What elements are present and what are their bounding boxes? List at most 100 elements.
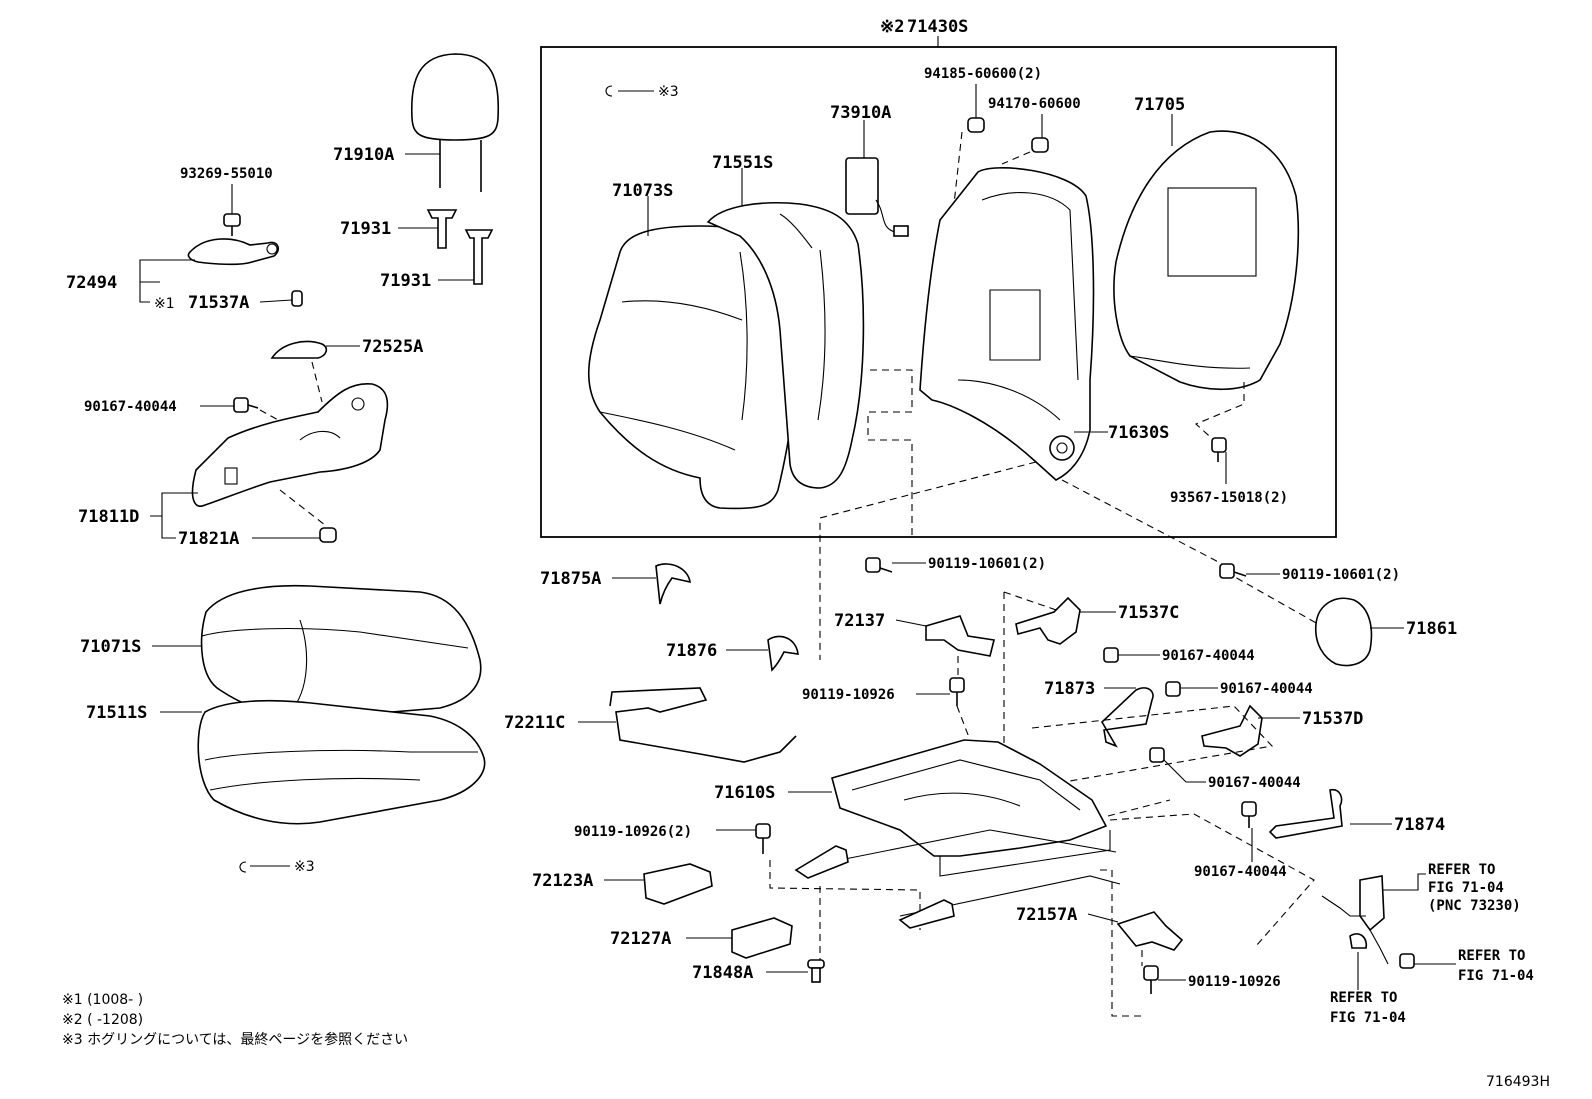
label-94170-60600: 94170-60600 bbox=[988, 96, 1081, 112]
main-assembly-marker: ※2 bbox=[880, 17, 904, 37]
label-90119-10601-a: 90119-10601(2) bbox=[928, 556, 1046, 572]
bolt-part bbox=[223, 213, 241, 236]
label-71537C: 71537C bbox=[1118, 603, 1179, 623]
label-90119-10926-a: 90119-10926 bbox=[802, 687, 895, 703]
label-71875A: 71875A bbox=[540, 569, 601, 589]
recliner-cover-part bbox=[1314, 597, 1373, 667]
label-90167-40044-a: 90167-40044 bbox=[84, 399, 177, 415]
bolt-part bbox=[1219, 563, 1247, 579]
label-94185-60600: 94185-60600(2) bbox=[924, 66, 1042, 82]
bolt-part bbox=[865, 557, 893, 573]
label-72137: 72137 bbox=[834, 611, 885, 631]
link-part-71874 bbox=[1268, 788, 1343, 839]
screw-part bbox=[1241, 801, 1257, 828]
headrest-guide-part-a bbox=[426, 209, 458, 249]
seat-cushion-pad-part bbox=[197, 699, 486, 825]
cover-part-72123A bbox=[643, 863, 713, 905]
label-71551S: 71551S bbox=[712, 153, 773, 173]
seatback-cover-part bbox=[587, 225, 797, 510]
cover-part-71876 bbox=[767, 635, 799, 672]
label-71873: 71873 bbox=[1044, 679, 1095, 699]
label-71511S: 71511S bbox=[86, 703, 147, 723]
label-72211C: 72211C bbox=[504, 713, 565, 733]
reference-1-line3: (PNC 73230) bbox=[1428, 898, 1521, 914]
label-90167-40044-b: 90167-40044 bbox=[1162, 648, 1255, 664]
hog-ring-icon bbox=[605, 85, 613, 97]
cover-part-71537D bbox=[1201, 704, 1263, 757]
cover-part-71537C bbox=[1015, 596, 1081, 645]
label-71931-b: 71931 bbox=[380, 271, 431, 291]
link-part-71873 bbox=[1100, 687, 1154, 748]
label-72157A: 72157A bbox=[1016, 905, 1077, 925]
label-90119-10926-c: 90119-10926 bbox=[1188, 974, 1281, 990]
bolt-part bbox=[755, 823, 771, 854]
lever-part-72494 bbox=[187, 238, 303, 307]
seatback-board-part bbox=[1113, 130, 1300, 391]
label-71910A: 71910A bbox=[333, 145, 394, 165]
seat-frame-part bbox=[799, 739, 1121, 917]
reference-3-line2: FIG 71-04 bbox=[1330, 1010, 1406, 1026]
label-71537D: 71537D bbox=[1302, 709, 1363, 729]
nut-part bbox=[1031, 137, 1049, 153]
bolt-part bbox=[1143, 965, 1159, 994]
label-90167-40044-c: 90167-40044 bbox=[1220, 681, 1313, 697]
label-71610S: 71610S bbox=[714, 783, 775, 803]
label-73910A: 73910A bbox=[830, 103, 891, 123]
seat-cushion-cover-part bbox=[200, 584, 482, 720]
headrest-part bbox=[410, 53, 500, 192]
label-72123A: 72123A bbox=[532, 871, 593, 891]
reference-3-line1: REFER TO bbox=[1330, 990, 1397, 1006]
figure-code: 716493H bbox=[1486, 1074, 1550, 1090]
footnote-1: ※1 (1008- ) bbox=[62, 992, 143, 1008]
airbag-module-part bbox=[845, 157, 909, 237]
label-71537A: 71537A bbox=[188, 293, 249, 313]
label-90167-40044-e: 90167-40044 bbox=[1194, 864, 1287, 880]
main-assembly-label: 71430S bbox=[907, 17, 968, 37]
rod-part-72211C bbox=[609, 687, 797, 763]
seatback-pad-part bbox=[706, 202, 865, 489]
bracket-part-72157A bbox=[1116, 911, 1184, 951]
label-71537A-marker: ※1 bbox=[154, 296, 175, 312]
label-71073S: 71073S bbox=[612, 181, 673, 201]
label-71821A: 71821A bbox=[178, 529, 239, 549]
label-71874: 71874 bbox=[1394, 815, 1445, 835]
label-93269-55010: 93269-55010 bbox=[180, 166, 273, 182]
nut-part bbox=[1399, 953, 1415, 969]
label-90119-10601-b: 90119-10601(2) bbox=[1282, 567, 1400, 583]
bracket-part-72137 bbox=[925, 615, 995, 657]
cover-part-72127A bbox=[731, 917, 793, 959]
footnote-3: ※3 ホグリングについては、最終ページを参照ください bbox=[62, 1031, 408, 1048]
label-90119-10926-b: 90119-10926(2) bbox=[574, 824, 692, 840]
screw-part bbox=[1211, 437, 1227, 462]
screw-part bbox=[1149, 747, 1165, 763]
label-93567-15018: 93567-15018(2) bbox=[1170, 490, 1288, 506]
screw-part bbox=[1103, 647, 1119, 663]
label-72127A: 72127A bbox=[610, 929, 671, 949]
label-71630S: 71630S bbox=[1108, 423, 1169, 443]
nut-part bbox=[967, 117, 985, 133]
bolt-part bbox=[949, 677, 965, 706]
reference-2-line2: FIG 71-04 bbox=[1458, 968, 1534, 984]
cover-part-71875A bbox=[655, 563, 691, 605]
hog-ring-marker-a: ※3 bbox=[658, 84, 679, 100]
seat-belt-buckle-part bbox=[1321, 875, 1389, 965]
screw-part bbox=[1165, 681, 1181, 697]
label-72494: 72494 bbox=[66, 273, 117, 293]
knob-part-72525A bbox=[270, 340, 328, 359]
label-71848A: 71848A bbox=[692, 963, 753, 983]
seatback-frame-part bbox=[919, 167, 1095, 481]
hog-ring-icon bbox=[239, 861, 247, 873]
reference-1-line1: REFER TO bbox=[1428, 862, 1495, 878]
headrest-guide-part-b bbox=[464, 229, 494, 285]
pin-part-71848A bbox=[807, 959, 825, 983]
label-71861: 71861 bbox=[1406, 619, 1457, 639]
hog-ring-marker-b: ※3 bbox=[294, 859, 315, 875]
side-shield-part-71811D bbox=[191, 382, 389, 507]
screw-part bbox=[233, 397, 259, 413]
reference-1-line2: FIG 71-04 bbox=[1428, 880, 1504, 896]
seat-track-part bbox=[794, 845, 955, 929]
label-71705: 71705 bbox=[1134, 95, 1185, 115]
label-71811D: 71811D bbox=[78, 507, 139, 527]
label-71876: 71876 bbox=[666, 641, 717, 661]
